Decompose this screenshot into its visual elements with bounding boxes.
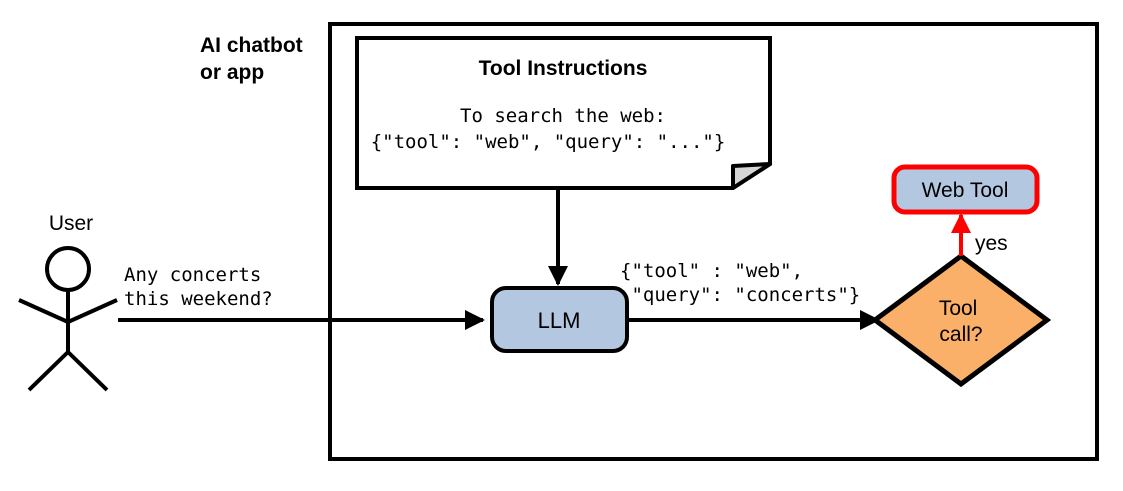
node-decision-shape[interactable] <box>870 252 1052 388</box>
user-leg-right-icon <box>66 350 109 392</box>
user-arm-left-icon <box>18 298 69 324</box>
edge-user-to-llm-label: Any concerts this weekend? <box>124 264 364 310</box>
user-actor: User <box>18 212 118 392</box>
edge-decision-to-webtool: yes <box>951 213 1008 256</box>
edge-user-to-llm: Any concerts this weekend? <box>118 264 485 330</box>
node-web-tool-box[interactable] <box>891 164 1040 215</box>
edge-decision-to-webtool-label: yes <box>975 232 1008 255</box>
node-decision-label-line1: Tool <box>939 297 978 320</box>
user-leg-left-icon <box>27 350 70 392</box>
container-title-line1: AI chatbot <box>200 34 303 57</box>
edge-llm-to-decision-label: {"tool" : "web", "query": "concerts"} <box>620 260 940 306</box>
node-decision-label: Tool call? <box>939 297 983 346</box>
node-llm[interactable]: LLM <box>490 286 629 353</box>
edge-llm-to-decision: {"tool" : "web", "query": "concerts"} <box>620 260 940 330</box>
user-head-icon <box>45 246 91 292</box>
edge-user-to-llm-label-line2: this weekend? <box>124 288 273 310</box>
note-body-line2: {"tool": "web", "query": "..."} <box>371 131 726 153</box>
node-web-tool-label: Web Tool <box>922 179 1009 202</box>
tool-instructions-note: Tool Instructions To search the web: {"t… <box>355 36 772 190</box>
note-fold-icon <box>731 162 772 190</box>
node-decision-label-line2: call? <box>939 323 982 346</box>
node-llm-label: LLM <box>538 308 581 333</box>
node-web-tool[interactable]: Web Tool <box>891 164 1040 215</box>
user-label: User <box>49 212 93 235</box>
edge-user-to-llm-label-line1: Any concerts <box>124 264 261 286</box>
note-title: Tool Instructions <box>479 57 648 80</box>
user-arm-right-icon <box>67 298 118 324</box>
note-body-line1: To search the web: <box>460 105 666 127</box>
edge-llm-to-decision-label-line2: "query": "concerts"} <box>620 284 860 306</box>
container-title: AI chatbot or app <box>200 34 309 84</box>
container-title-line2: or app <box>200 61 264 84</box>
node-decision-tool-call[interactable]: Tool call? <box>870 252 1052 388</box>
edge-llm-to-decision-label-line1: {"tool" : "web", <box>620 260 803 282</box>
